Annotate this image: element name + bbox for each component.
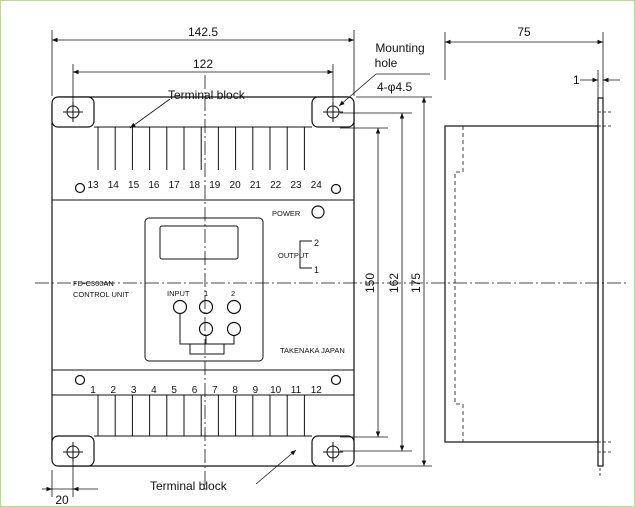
- terminal-block-top: [97, 127, 305, 170]
- power-led: [311, 205, 325, 219]
- mounting-hole-label-2: hole: [375, 56, 398, 70]
- dial-1: [198, 299, 214, 315]
- terminal-number: 21: [250, 180, 262, 191]
- screw-top-right: [330, 183, 342, 195]
- terminal-number: 15: [128, 180, 140, 191]
- terminal-number: 18: [189, 180, 201, 191]
- input-dial: [172, 299, 188, 315]
- mounting-hole-label-1: Mounting: [375, 41, 424, 55]
- terminal-number: 10: [270, 385, 282, 396]
- center-lines: [35, 75, 628, 490]
- dim-depth: 75: [517, 25, 531, 39]
- display-window: [159, 225, 239, 260]
- dial-2: [226, 299, 242, 315]
- dim-height-150: 150: [363, 273, 377, 293]
- dial-2-label: 2: [231, 289, 235, 298]
- output-label: OUTPUT: [278, 251, 309, 260]
- terminal-number: 13: [87, 180, 99, 191]
- terminal-block-label-bottom: Terminal block: [150, 479, 228, 493]
- terminal-number: 17: [169, 180, 181, 191]
- dial-1-label: 1: [204, 289, 208, 298]
- dim-height-162: 162: [387, 273, 401, 293]
- terminal-number: 20: [230, 180, 242, 191]
- terminal-block-label-top: Terminal block: [168, 88, 246, 102]
- terminal-number: 12: [311, 385, 323, 396]
- side-flange: [597, 97, 604, 467]
- terminal-number: 9: [253, 385, 259, 396]
- terminal-number: 2: [111, 385, 117, 396]
- terminal-number: 3: [131, 385, 137, 396]
- output-bracket: [299, 240, 312, 269]
- terminal-number: 1: [90, 385, 96, 396]
- unit-body: [51, 96, 355, 467]
- mounting-hole-spec: 4-φ4.5: [377, 80, 412, 94]
- output-1-label: 1: [314, 265, 319, 275]
- terminal-number: 23: [290, 180, 302, 191]
- dimension-lines: [42, 30, 620, 497]
- dim-flange: 1: [573, 73, 580, 87]
- terminal-block-bottom: [97, 395, 305, 436]
- terminal-number: 7: [212, 385, 218, 396]
- model-subtitle: CONTROL UNIT: [73, 290, 129, 299]
- screw-bottom-left: [74, 374, 86, 386]
- side-body: [444, 125, 599, 443]
- input-label: INPUT: [167, 289, 190, 298]
- output-2-label: 2: [314, 238, 319, 248]
- terminal-number: 19: [209, 180, 221, 191]
- terminal-number: 8: [232, 385, 238, 396]
- power-label: POWER: [272, 209, 301, 218]
- terminal-number: 4: [151, 385, 157, 396]
- screw-top-left: [74, 182, 86, 194]
- terminal-number: 11: [291, 385, 302, 396]
- side-view: [444, 97, 612, 478]
- terminal-numbers-top: 13 14 15 16 17 18 19 20 21 22 23 24: [87, 180, 322, 191]
- terminal-number: 6: [192, 385, 198, 396]
- terminal-number: 5: [171, 385, 177, 396]
- connector-block: [189, 343, 225, 355]
- terminal-number: 22: [270, 180, 282, 191]
- terminal-number: 14: [108, 180, 120, 191]
- dial-4: [226, 321, 242, 337]
- dim-height-175: 175: [409, 273, 423, 293]
- maker-label: TAKENAKA JAPAN: [280, 346, 345, 355]
- dim-edge-offset: 20: [55, 493, 69, 507]
- terminal-number: 24: [311, 180, 323, 191]
- dim-hole-spacing: 122: [193, 57, 213, 71]
- model-name: FD-C300AN: [73, 279, 114, 288]
- mounting-holes: [63, 102, 343, 462]
- screw-bottom-right: [330, 374, 342, 386]
- terminal-number: 16: [148, 180, 160, 191]
- dim-overall-width: 142.5: [188, 25, 218, 39]
- front-panel: [144, 217, 264, 362]
- dial-3: [198, 321, 214, 337]
